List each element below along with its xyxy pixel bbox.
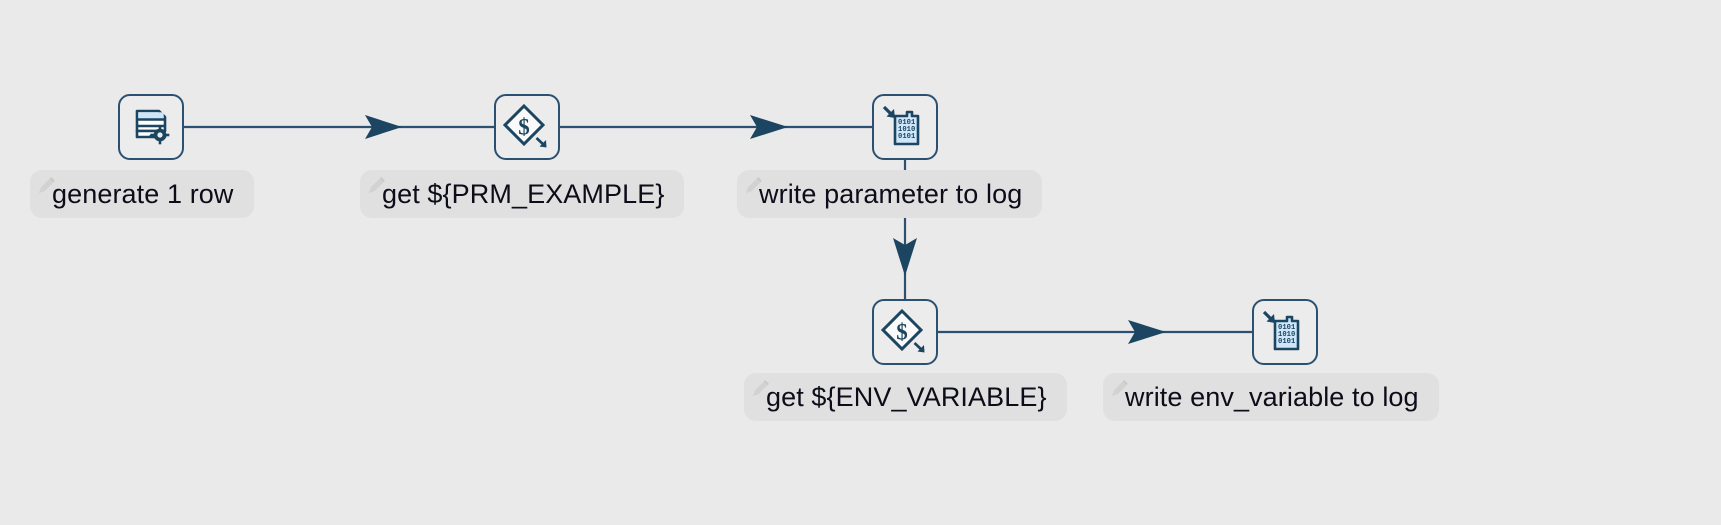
dollar-diamond-icon: $ xyxy=(880,307,930,357)
svg-text:0101: 0101 xyxy=(1278,338,1296,346)
label-get-env-variable[interactable]: get ${ENV_VARIABLE} xyxy=(744,373,1067,421)
node-get-env-variable[interactable]: $ xyxy=(872,299,938,365)
node-write-env-variable-to-log[interactable]: 0101 1010 0101 xyxy=(1252,299,1318,365)
svg-text:0101: 0101 xyxy=(898,119,916,127)
arrow-down-right-glyph xyxy=(1262,310,1275,323)
svg-text:$: $ xyxy=(896,320,908,345)
label-text: write parameter to log xyxy=(759,178,1023,209)
edit-pencil-icon[interactable] xyxy=(366,174,388,196)
node-write-parameter-to-log[interactable]: 0101 1010 0101 xyxy=(872,94,938,160)
write-to-log-icon: 0101 1010 0101 xyxy=(1261,308,1309,356)
label-generate-1-row[interactable]: generate 1 row xyxy=(30,170,254,218)
label-text: generate 1 row xyxy=(52,178,234,209)
dollar-diamond-icon: $ xyxy=(502,102,552,152)
edit-pencil-icon[interactable] xyxy=(1109,377,1131,399)
svg-text:$: $ xyxy=(518,115,530,140)
label-text: get ${PRM_EXAMPLE} xyxy=(382,178,665,209)
node-get-prm-example[interactable]: $ xyxy=(494,94,560,160)
svg-text:1010: 1010 xyxy=(1278,331,1295,339)
label-get-prm-example[interactable]: get ${PRM_EXAMPLE} xyxy=(360,170,685,218)
edit-pencil-icon[interactable] xyxy=(750,377,772,399)
connector-generate-to-get-prm xyxy=(184,115,494,139)
node-generate-1-row[interactable] xyxy=(118,94,184,160)
arrow-down-right-glyph xyxy=(535,137,547,148)
arrow-down-right-glyph xyxy=(882,105,895,118)
label-text: write env_variable to log xyxy=(1125,381,1419,412)
svg-text:0101: 0101 xyxy=(1278,324,1296,332)
svg-text:0101: 0101 xyxy=(898,133,916,141)
svg-text:1010: 1010 xyxy=(898,126,915,134)
edit-pencil-icon[interactable] xyxy=(36,174,58,196)
write-to-log-icon: 0101 1010 0101 xyxy=(881,103,929,151)
edit-pencil-icon[interactable] xyxy=(743,174,765,196)
label-write-parameter-to-log[interactable]: write parameter to log xyxy=(737,170,1043,218)
connector-get-prm-to-write-parameter xyxy=(560,115,872,139)
label-text: get ${ENV_VARIABLE} xyxy=(766,381,1047,412)
arrow-down-right-glyph xyxy=(913,342,925,353)
data-grid-gear-icon xyxy=(129,105,173,149)
label-write-env-variable-to-log[interactable]: write env_variable to log xyxy=(1103,373,1439,421)
connector-get-env-to-write-env xyxy=(938,320,1252,344)
